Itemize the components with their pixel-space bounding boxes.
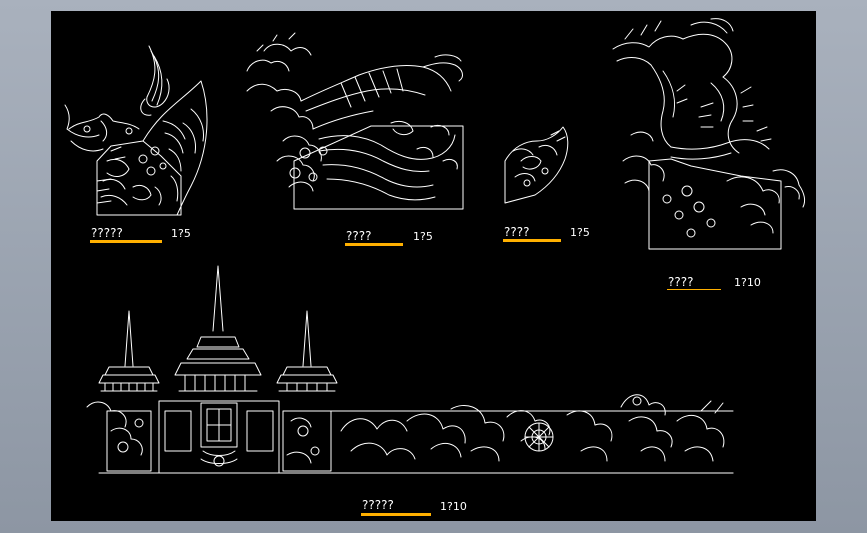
figure-1-underline	[90, 240, 162, 243]
figure-2-title: ????	[346, 229, 372, 243]
coiling-dragon-drawing	[612, 18, 806, 250]
figure-5-title: ?????	[362, 498, 394, 512]
figure-3-scale: 1?5	[570, 226, 590, 239]
figure-1-scale: 1?5	[171, 227, 191, 240]
cloud-fragment-drawing	[504, 126, 569, 204]
cad-drawing	[64, 18, 806, 474]
figure-5-underline	[361, 513, 431, 516]
figure-2-underline	[345, 243, 403, 246]
figure-4-underline	[667, 289, 721, 290]
fish-dragon-ornament-drawing	[64, 45, 208, 216]
figure-3-underline	[503, 239, 561, 242]
figure-4-title: ????	[668, 275, 694, 289]
figure-3-title: ????	[504, 225, 530, 239]
figure-5-scale: 1?10	[440, 500, 467, 513]
figure-4-scale: 1?10	[734, 276, 761, 289]
dragon-cloud-relief-drawing	[246, 32, 464, 210]
cad-canvas[interactable]: ????? 1?5 ???? 1?5 ???? 1?5 ???? 1?10 ??…	[51, 11, 816, 521]
frieze-elevation-drawing	[86, 265, 734, 474]
figure-1-title: ?????	[91, 226, 123, 240]
figure-2-scale: 1?5	[413, 230, 433, 243]
